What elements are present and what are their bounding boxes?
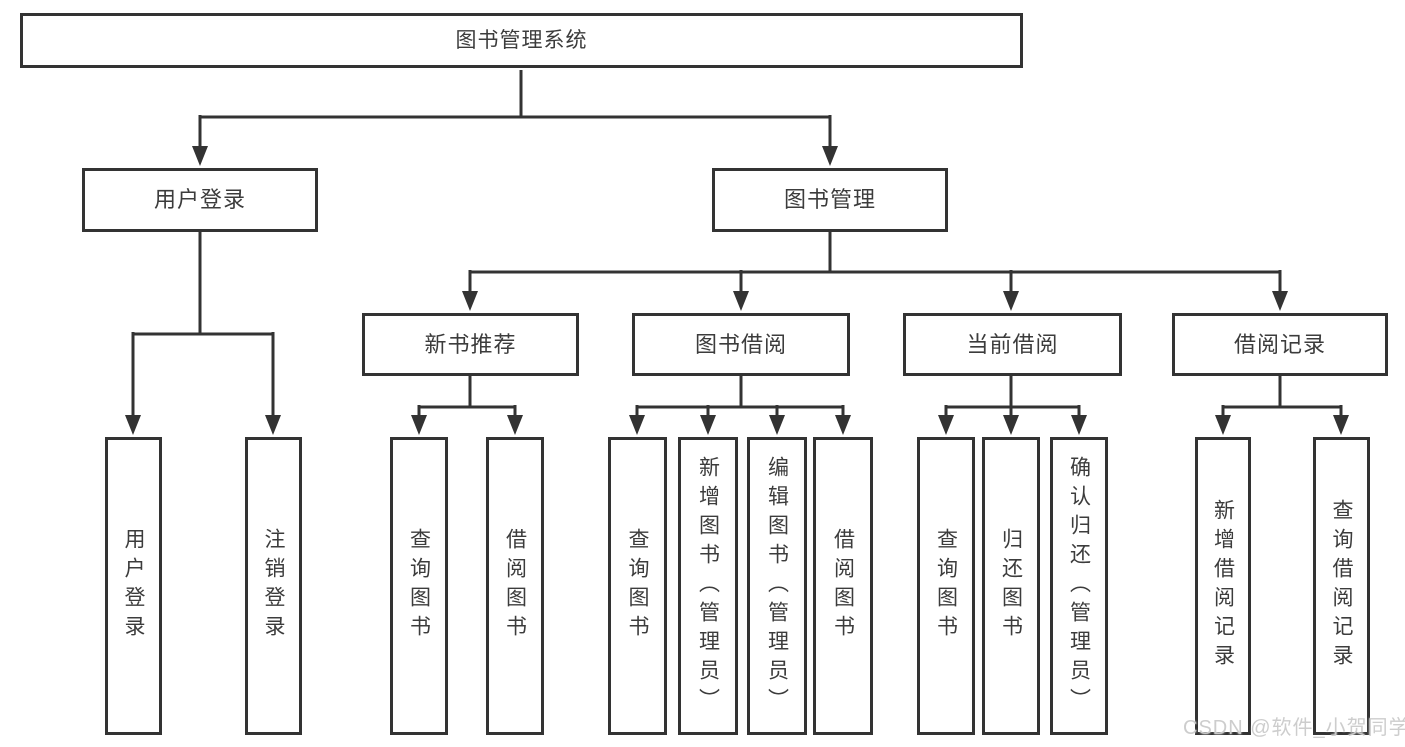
node-label: 新书推荐 [424,331,517,357]
node-label: 借阅图书 [831,528,855,644]
leaf-query-books-current: 查询图书 [917,437,975,735]
leaf-borrow-books-recommend: 借阅图书 [486,437,544,735]
leaf-logout-login: 注销登录 [245,437,302,735]
node-new-book-recommend: 新书推荐 [362,313,579,376]
node-label: 图书借阅 [694,331,787,357]
node-label: 查询图书 [626,528,649,644]
node-label: 查询借阅记录 [1330,499,1353,673]
leaf-return-books: 归还图书 [982,437,1040,735]
node-label: 编辑图书（管理员） [765,455,789,717]
leaf-borrow-books: 借阅图书 [813,437,873,735]
node-label: 图书管理 [783,187,876,212]
leaf-query-borrow-record: 查询借阅记录 [1313,437,1370,735]
node-label: 用户登录 [122,528,145,644]
node-label: 用户登录 [153,187,246,212]
node-current-borrow: 当前借阅 [903,313,1122,376]
leaf-add-borrow-record: 新增借阅记录 [1195,437,1251,735]
node-book-management: 图书管理 [712,168,948,232]
node-label: 归还图书 [999,528,1023,644]
node-label: 查询图书 [407,528,431,644]
leaf-confirm-return-admin: 确认归还（管理员） [1050,437,1108,735]
node-borrow-records: 借阅记录 [1172,313,1388,376]
node-library-management-system: 图书管理系统 [20,13,1023,68]
leaf-query-books-borrow: 查询图书 [608,437,667,735]
leaf-query-books-recommend: 查询图书 [390,437,448,735]
leaf-add-books-admin: 新增图书（管理员） [678,437,738,735]
node-label: 确认归还（管理员） [1067,455,1091,717]
node-label: 注销登录 [262,528,285,644]
arrowheads [125,146,1349,435]
leaf-edit-books-admin: 编辑图书（管理员） [747,437,807,735]
node-user-login: 用户登录 [82,168,318,232]
node-label: 借阅记录 [1233,331,1326,357]
node-book-borrow: 图书借阅 [632,313,850,376]
node-label: 当前借阅 [966,331,1059,357]
node-label: 查询图书 [934,528,958,644]
node-label: 借阅图书 [503,528,527,644]
node-label: 新增借阅记录 [1211,499,1235,673]
node-label: 新增图书（管理员） [696,455,720,717]
csdn-watermark: CSDN @软件_小贺同学 [1183,717,1405,739]
leaf-user-login: 用户登录 [105,437,162,735]
node-label: 图书管理系统 [455,29,588,52]
